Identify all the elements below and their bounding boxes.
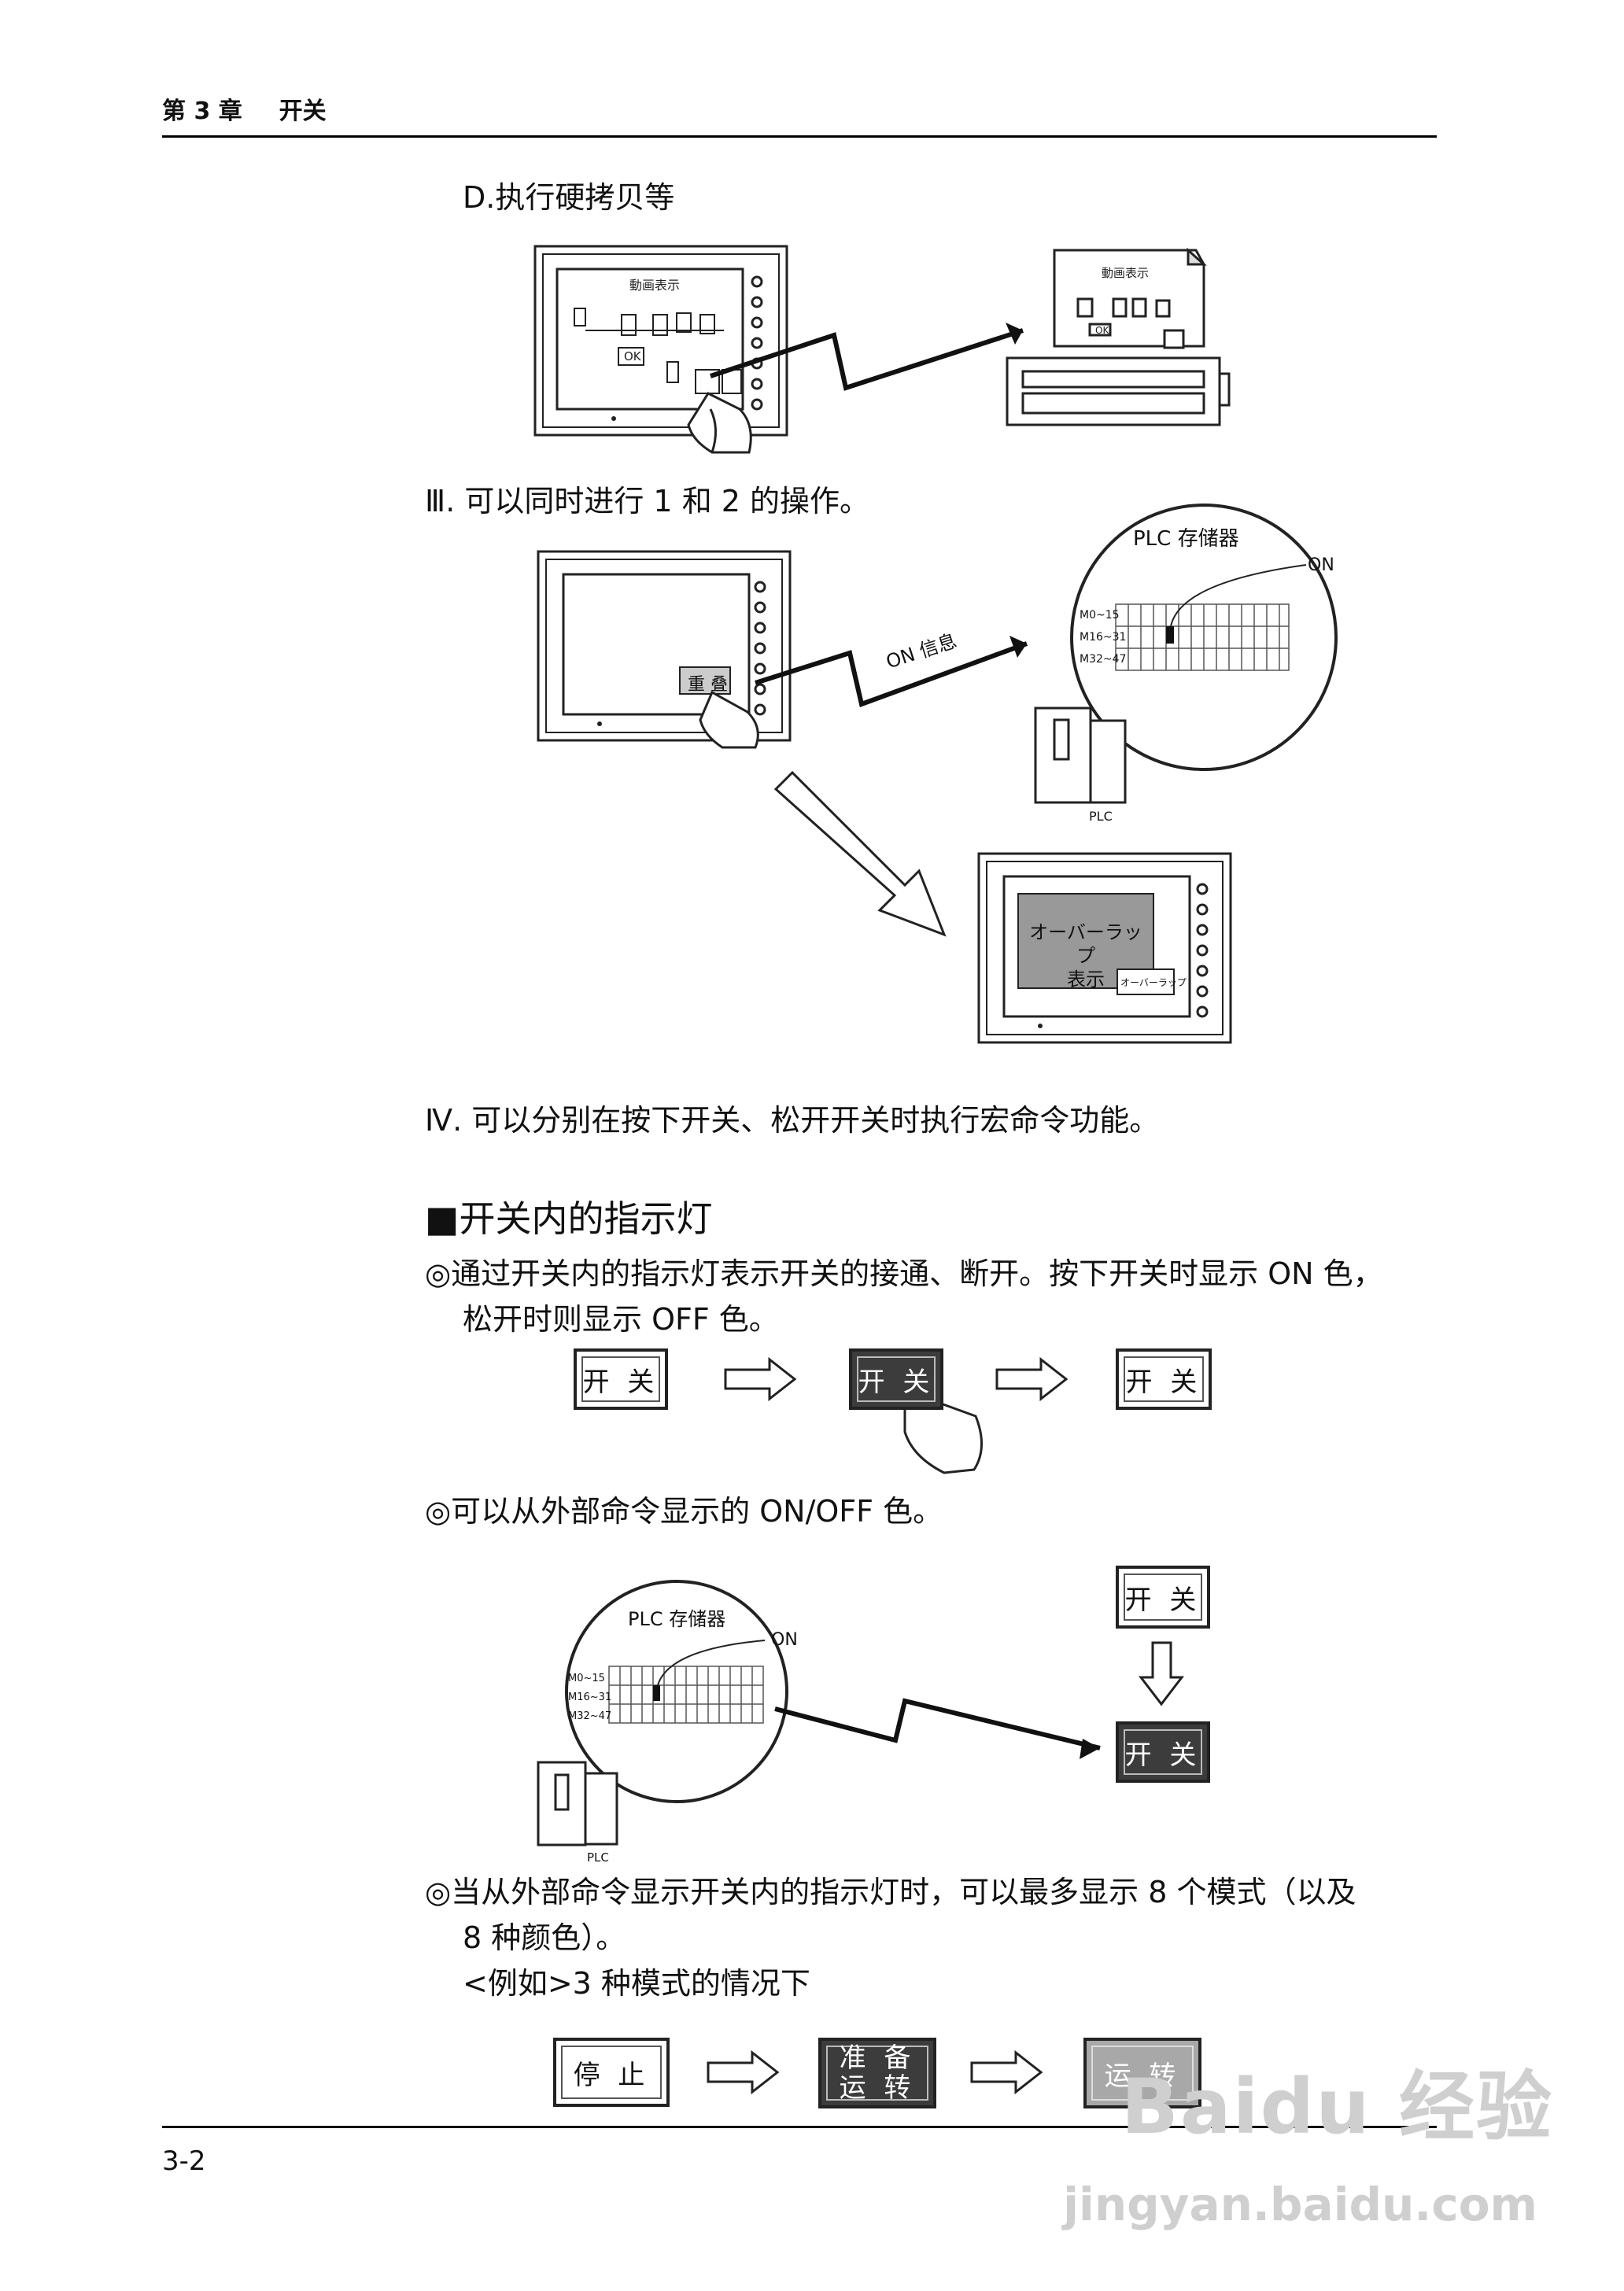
header-rule [162,135,1437,138]
right-arrow-icon [995,1356,1069,1402]
mode-ready-line1: 准 备 [839,2042,916,2074]
bullet3-line1: ◎当从外部命令显示开关内的指示灯时，可以最多显示 8 个模式（以及 [425,1875,1356,1909]
overlap-title-line1: オーバーラップ [1029,921,1142,967]
pointing-hand-icon [687,392,752,454]
memory-row-m16: M16~31 [568,1692,612,1703]
switch-on: 开 关 [849,1348,943,1410]
right-arrow-icon [970,2049,1043,2095]
baidu-watermark-logo: Baidu 经验 [1120,2063,1553,2151]
indicator-section-title: ■开关内的指示灯 [425,1197,713,1240]
memory-row-m32: M32~47 [568,1710,612,1722]
right-arrow-icon [707,2049,780,2095]
memory-row-m32: M32~47 [1080,653,1127,666]
overlap-button-label: 重 叠 [688,675,728,695]
chapter-title: 开关 [279,98,327,125]
page-number: 3-2 [162,2145,206,2177]
mode-stop-switch: 停 止 [553,2038,670,2107]
memory-row-labels-2: M0~15 M16~31 M32~47 [568,1669,611,1726]
bullet2-line: ◎可以从外部命令显示的 ON/OFF 色。 [425,1494,943,1529]
right-arrow-icon [724,1356,797,1402]
chapter-header: 第 3 章 开关 [162,91,327,126]
section-iv-text: Ⅳ. 可以分别在按下开关、松开开关时执行宏命令功能。 [425,1103,1160,1138]
signal-arrow [774,1698,1101,1751]
example-line: <例如>3 种模式的情况下 [463,1966,810,2001]
pointing-hand-icon [699,690,759,749]
touch-panel-icon [537,550,792,742]
memory-row-m0: M0~15 [568,1673,605,1684]
chapter-number: 第 3 章 [162,98,242,125]
baidu-watermark-url: jingyan.baidu.com [1063,2178,1537,2231]
overlap-close-button: オーバーラップ [1120,977,1187,988]
printer-icon [1006,247,1231,426]
down-arrow-icon [1138,1641,1185,1706]
section-d-text: D.执行硬拷贝等 [463,180,675,215]
footer-rule [162,2126,1437,2128]
section-iii-text: Ⅲ. 可以同时进行 1 和 2 的操作。 [425,484,870,518]
switch-external-off: 开 关 [1116,1566,1210,1629]
switch-external-on: 开 关 [1116,1721,1210,1783]
bullet3-line2: 8 种颜色）。 [463,1920,626,1955]
touch-panel-icon: 動画表示 OK [533,245,788,437]
switch-off-again: 开 关 [1116,1348,1212,1410]
memory-row-labels: M0~15 M16~31 M32~47 [1080,604,1126,670]
plc-device-icon [1034,706,1127,804]
bullet1-line1: ◎通过开关内的指示灯表示开关的接通、断开。按下开关时显示 ON 色， [425,1256,1383,1291]
plc-label: PLC [1089,809,1113,824]
overlap-window-title: オーバーラップ 表示 [1023,920,1149,991]
svg-text:OK: OK [1095,325,1109,336]
mode-run-switch: 运 转 [1083,2038,1201,2108]
on-label-2: ON [771,1630,798,1650]
bullet1-line2: 松开时则显示 OFF 色。 [463,1302,779,1337]
svg-text:OK: OK [624,349,642,363]
memory-row-m16: M16~31 [1080,631,1127,644]
printer-title: 動画表示 [1102,266,1149,280]
plc-memory-title-2: PLC 存储器 [628,1608,726,1630]
result-arrow-icon [773,770,947,937]
screen-title: 動画表示 [629,278,680,293]
on-label: ON [1308,555,1334,575]
overlap-title-line2: 表示 [1067,968,1105,991]
plc-label-2: PLC [587,1850,609,1865]
memory-row-m0: M0~15 [1080,609,1120,622]
plc-memory-title: PLC 存储器 [1133,527,1239,551]
on-signal-label: ON 信息 [883,629,960,673]
plc-device-icon [537,1761,618,1846]
switch-off: 开 关 [574,1348,668,1410]
mode-ready-line2: 运 转 [839,2072,916,2104]
transmission-arrow [710,328,1024,391]
mode-ready-switch: 准 备 运 转 [818,2038,936,2108]
